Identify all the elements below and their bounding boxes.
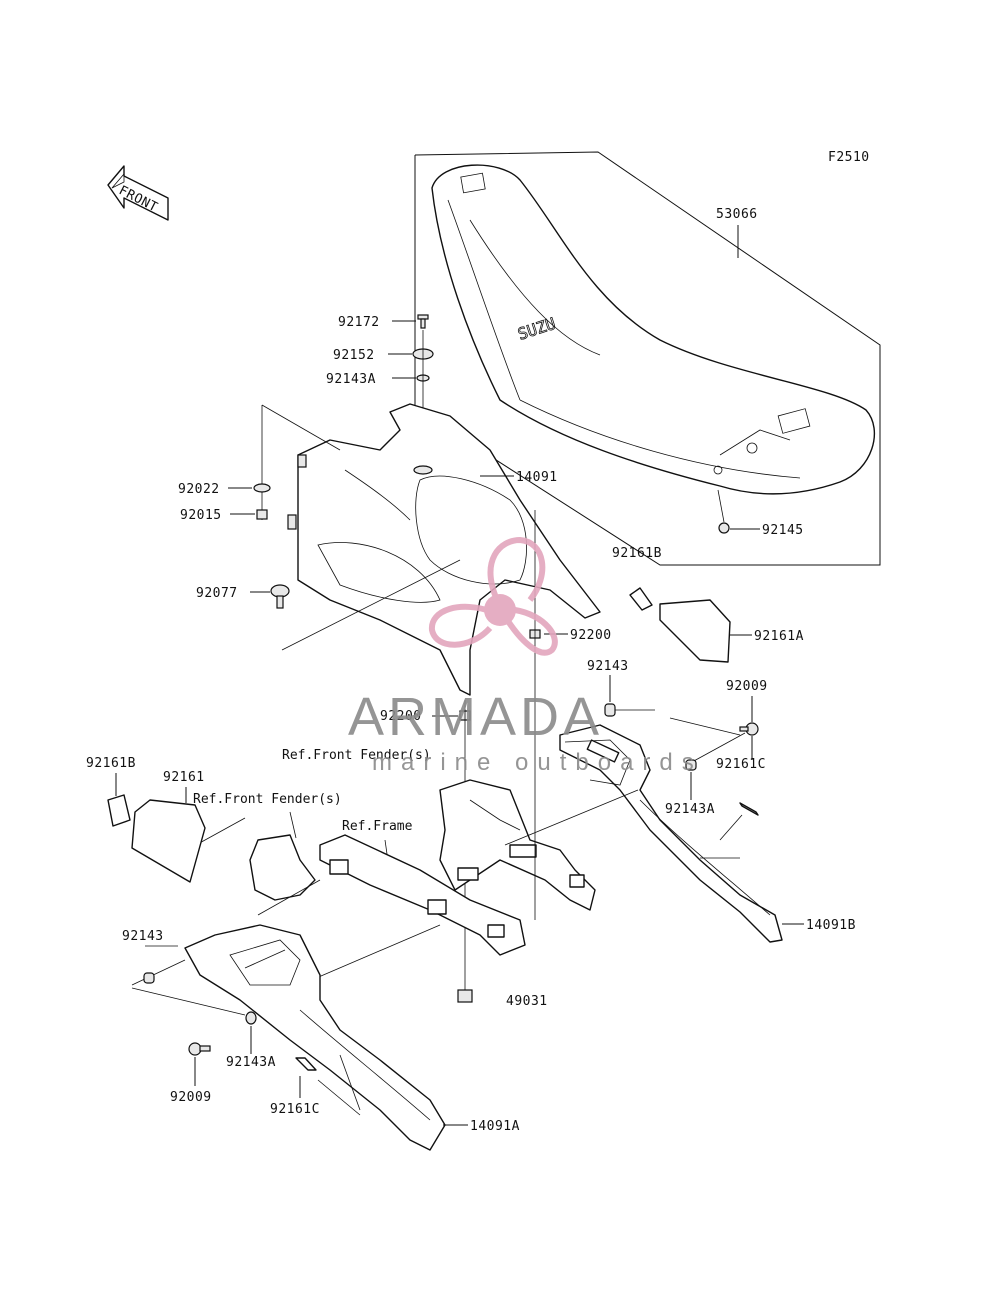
clip-92145: [718, 522, 730, 534]
pad-92161A: [659, 599, 731, 663]
label-14091B: 14091B: [806, 918, 856, 933]
front-arrow-icon: FRONT: [107, 165, 169, 221]
side-cover-14091B: [559, 724, 783, 943]
pad-92161B-left: [107, 794, 131, 827]
grommet-92143A-right: [685, 759, 697, 771]
ref-front-fender-upper: Ref.Front Fender(s): [282, 748, 431, 763]
label-92145: 92145: [762, 523, 804, 538]
label-49031: 49031: [506, 994, 548, 1009]
watermark-tagline: marine outboards: [372, 749, 703, 776]
label-92161C-right: 92161C: [716, 757, 766, 772]
strip-92161C-left: [295, 1057, 317, 1071]
side-cover-14091A: [184, 924, 446, 1151]
bolt-92009-left: [188, 1042, 211, 1056]
label-92143A-left: 92143A: [226, 1055, 276, 1070]
rivet-92077: [270, 584, 290, 609]
ref-frame: Ref.Frame: [342, 819, 413, 834]
label-92152: 92152: [333, 348, 375, 363]
label-14091A: 14091A: [470, 1119, 520, 1134]
label-92009-left: 92009: [170, 1090, 212, 1105]
strip-92161C-right: [739, 802, 759, 816]
pad-92161: [131, 799, 206, 883]
grommet-92143A-left: [245, 1011, 257, 1025]
label-53066: 53066: [716, 207, 758, 222]
label-92143A-right: 92143A: [665, 802, 715, 817]
label-14091: 14091: [516, 470, 558, 485]
label-92161: 92161: [163, 770, 205, 785]
label-92200-right: 92200: [570, 628, 612, 643]
label-92161B-left: 92161B: [86, 756, 136, 771]
seat-53066: SUZU: [431, 164, 875, 495]
grommet-92143-right: [604, 703, 616, 717]
label-92172: 92172: [338, 315, 380, 330]
grommet-92143-left: [143, 972, 155, 984]
label-92143A-top: 92143A: [326, 372, 376, 387]
label-92143-right: 92143: [587, 659, 629, 674]
ref-front-fender-lower: Ref.Front Fender(s): [193, 792, 342, 807]
rear-fender-14091: [287, 403, 601, 696]
watermark-brand: ARMADA: [348, 687, 603, 747]
label-92161C-left: 92161C: [270, 1102, 320, 1117]
label-92015: 92015: [180, 508, 222, 523]
label-92161B-right: 92161B: [612, 546, 662, 561]
nut-92015: [256, 509, 268, 520]
pad-92161B-right: [629, 587, 653, 611]
label-92161A: 92161A: [754, 629, 804, 644]
propeller-logo-icon: [428, 536, 558, 656]
bolt-92172: [417, 314, 429, 329]
label-92143-left: 92143: [122, 929, 164, 944]
bolt-92009-right: [739, 722, 759, 736]
figure-code: F2510: [828, 150, 870, 165]
label-92077: 92077: [196, 586, 238, 601]
washer-92022: [253, 483, 271, 493]
label-92200-left: 92200: [380, 709, 422, 724]
label-92009-right: 92009: [726, 679, 768, 694]
front-fender-ref-part: [249, 834, 316, 901]
armada-watermark: ARMADA marine outboards: [348, 536, 703, 776]
clip-49031: [457, 989, 473, 1003]
label-92022: 92022: [178, 482, 220, 497]
frame-ref-part: [319, 779, 596, 956]
